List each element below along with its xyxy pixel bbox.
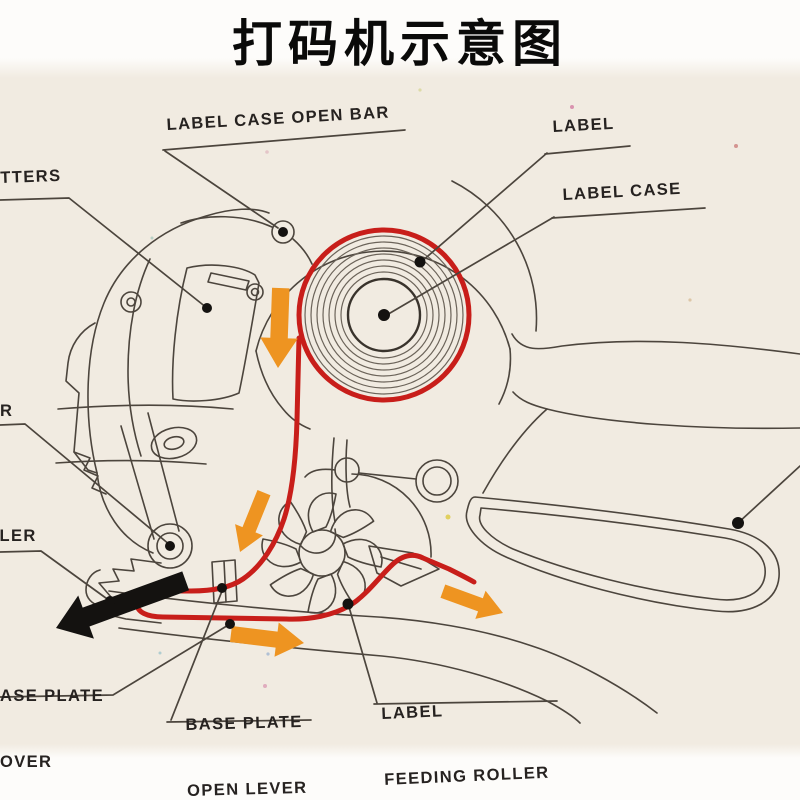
handle-grip-loop xyxy=(465,496,780,613)
flow-arrow-down xyxy=(259,287,300,369)
paper-bottom-edge xyxy=(0,744,800,800)
paper-top-edge xyxy=(0,0,800,80)
callout-tters-partial: TTERS xyxy=(0,166,62,187)
open-bar-pivot xyxy=(271,220,295,244)
machine-body-linework xyxy=(55,180,800,724)
callout-base-plate-cover: ASE PLATE OVER xyxy=(0,641,104,800)
diagram-title: 打码机示意图 xyxy=(232,15,568,73)
callout-r-partial: R xyxy=(0,402,14,420)
callout-base-plate-open-lever: BASE PLATE OPEN LEVER xyxy=(184,667,309,800)
label-exit-arrow xyxy=(437,577,509,628)
paper-specks xyxy=(150,88,738,688)
callout-ller-partial: LLER xyxy=(0,527,37,545)
callout-base-plate-cover-line1: ASE PLATE xyxy=(0,687,104,705)
callout-label-feeding-roller-line1: LABEL xyxy=(381,702,444,723)
callout-leader-lines xyxy=(0,129,800,723)
callout-dots xyxy=(105,227,744,629)
label-roll xyxy=(304,235,464,395)
callout-base-plate-open-lever-line2: OPEN LEVER xyxy=(186,778,308,800)
callout-label-feeding-roller: LABEL FEEDING ROLLER xyxy=(379,652,552,800)
lever-arm xyxy=(120,412,198,540)
black-direction-arrow xyxy=(56,571,190,639)
character-band-panel xyxy=(171,264,264,402)
pressure-roller xyxy=(147,523,193,569)
callout-label: LABEL xyxy=(552,114,615,136)
red-tape-path xyxy=(134,227,477,622)
callout-base-plate-cover-line2: OVER xyxy=(0,753,53,771)
callout-label-feeding-roller-line2: FEEDING ROLLER xyxy=(383,763,550,789)
callout-base-plate-open-lever-line1: BASE PLATE xyxy=(185,712,303,734)
feeding-star-wheel xyxy=(261,437,440,614)
base-plate-open-lever-part xyxy=(211,559,238,604)
